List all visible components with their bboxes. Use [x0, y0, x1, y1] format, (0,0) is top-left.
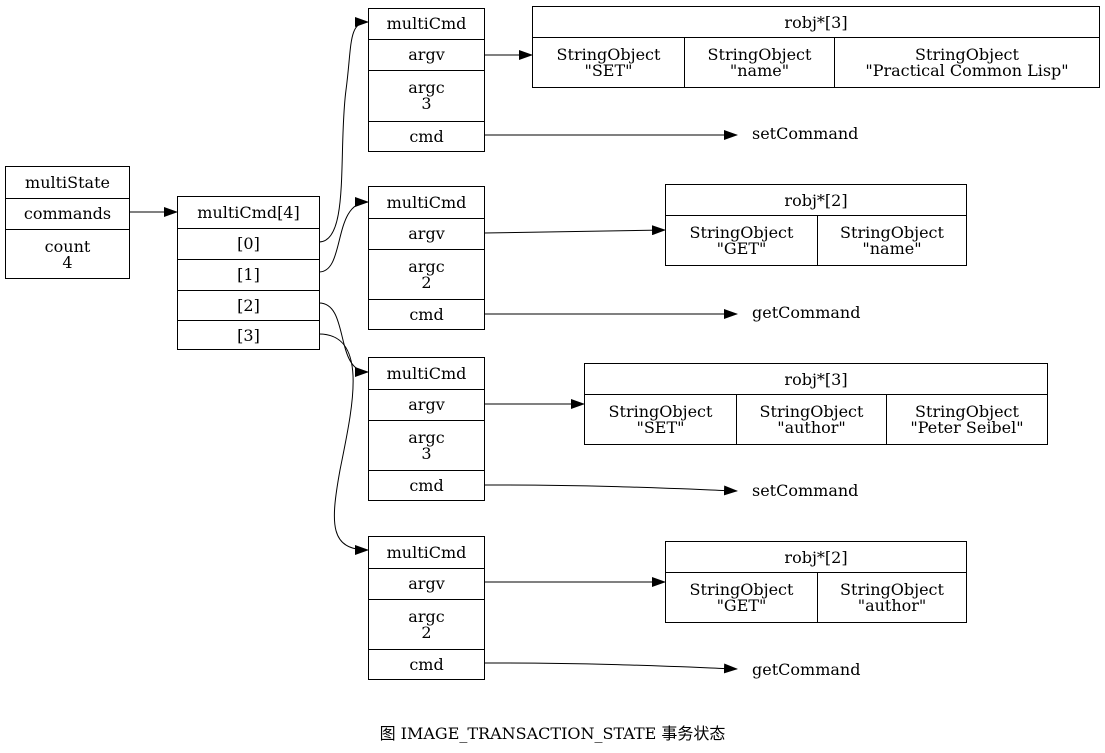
multi-cmd-node: multiCmd argv argc 3 cmd — [368, 357, 485, 501]
multi-cmd-node: multiCmd argv argc 3 cmd — [368, 8, 485, 152]
string-object-cell: StringObject "Practical Common Lisp" — [834, 38, 1099, 87]
multi-cmd-title: multiCmd — [386, 14, 467, 33]
multi-cmd-argv-field: argv — [369, 568, 484, 599]
edge-item0-to-cmd0 — [318, 17, 369, 243]
multi-cmd-title: multiCmd — [386, 542, 467, 562]
multi-cmd-title: multiCmd — [386, 192, 467, 212]
string-object-cell: StringObject "author" — [817, 573, 966, 622]
edge-item3-to-cmd3 — [318, 333, 369, 555]
multi-state-title: multiState — [25, 172, 110, 192]
multi-cmd-node: multiCmd argv argc 2 cmd — [368, 186, 485, 330]
multi-state-commands-field: commands — [6, 198, 129, 229]
string-object-cell: StringObject "GET" — [689, 579, 794, 615]
multi-state-node: multiState commands count 4 — [5, 166, 130, 279]
robj-array-title: robj*[2] — [666, 185, 966, 216]
robj-array-title: robj*[3] — [533, 7, 1099, 38]
commands-array-item: [0] — [178, 228, 319, 259]
string-object-cell: StringObject "name" — [817, 216, 966, 265]
multi-cmd-cmd-field: cmd — [369, 649, 484, 680]
commands-array-title: multiCmd[4] — [197, 202, 300, 222]
multi-cmd-argv-field: argv — [369, 39, 484, 70]
command-function-label: setCommand — [752, 124, 859, 143]
edge-item2-to-cmd2 — [318, 302, 369, 377]
string-object-cell: StringObject "SET" — [608, 401, 713, 437]
figure-caption: 图 IMAGE_TRANSACTION_STATE 事务状态 — [379, 724, 726, 743]
edge-cmd2-to-command — [483, 484, 738, 496]
string-object-cell: StringObject "SET" — [556, 44, 661, 80]
robj-array-node: robj*[2] StringObject "GET" StringObject… — [665, 184, 967, 266]
command-function-label: getCommand — [752, 660, 861, 679]
string-object-cell: StringObject "Peter Seibel" — [886, 395, 1047, 444]
multi-cmd-cmd-field: cmd — [369, 121, 484, 152]
multi-cmd-cmd-field: cmd — [369, 470, 484, 501]
string-object-cell: StringObject "name" — [684, 38, 834, 87]
multi-cmd-argc-field: argc 3 — [369, 70, 484, 121]
robj-array-title: robj*[2] — [666, 542, 966, 573]
command-function-label: getCommand — [752, 303, 861, 322]
multi-cmd-argc-field: argc 3 — [369, 420, 484, 470]
commands-array-item: [2] — [178, 290, 319, 320]
commands-array-node: multiCmd[4] [0] [1] [2] [3] — [177, 196, 320, 350]
commands-array-item: [3] — [178, 320, 319, 350]
multi-cmd-argc-field: argc 2 — [369, 249, 484, 299]
edge-cmd3-to-command — [483, 662, 738, 674]
robj-array-node: robj*[3] StringObject "SET" StringObject… — [532, 6, 1100, 88]
command-function-label: setCommand — [752, 481, 859, 500]
multi-cmd-argv-field: argv — [369, 389, 484, 420]
multi-state-count-field: count 4 — [6, 229, 129, 279]
commands-array-item: [1] — [178, 259, 319, 290]
string-object-cell: StringObject "GET" — [689, 222, 794, 258]
multi-cmd-argv-field: argv — [369, 218, 484, 249]
robj-array-node: robj*[3] StringObject "SET" StringObject… — [584, 363, 1048, 445]
multi-cmd-title: multiCmd — [386, 363, 467, 383]
multi-cmd-node: multiCmd argv argc 2 cmd — [368, 536, 485, 680]
multi-cmd-cmd-field: cmd — [369, 299, 484, 330]
robj-array-node: robj*[2] StringObject "GET" StringObject… — [665, 541, 967, 623]
multi-cmd-argc-field: argc 2 — [369, 599, 484, 649]
edge-argv1-to-robj1 — [483, 225, 666, 236]
robj-array-title: robj*[3] — [585, 364, 1047, 395]
string-object-cell: StringObject "author" — [736, 395, 886, 444]
edge-item1-to-cmd1 — [318, 197, 369, 273]
